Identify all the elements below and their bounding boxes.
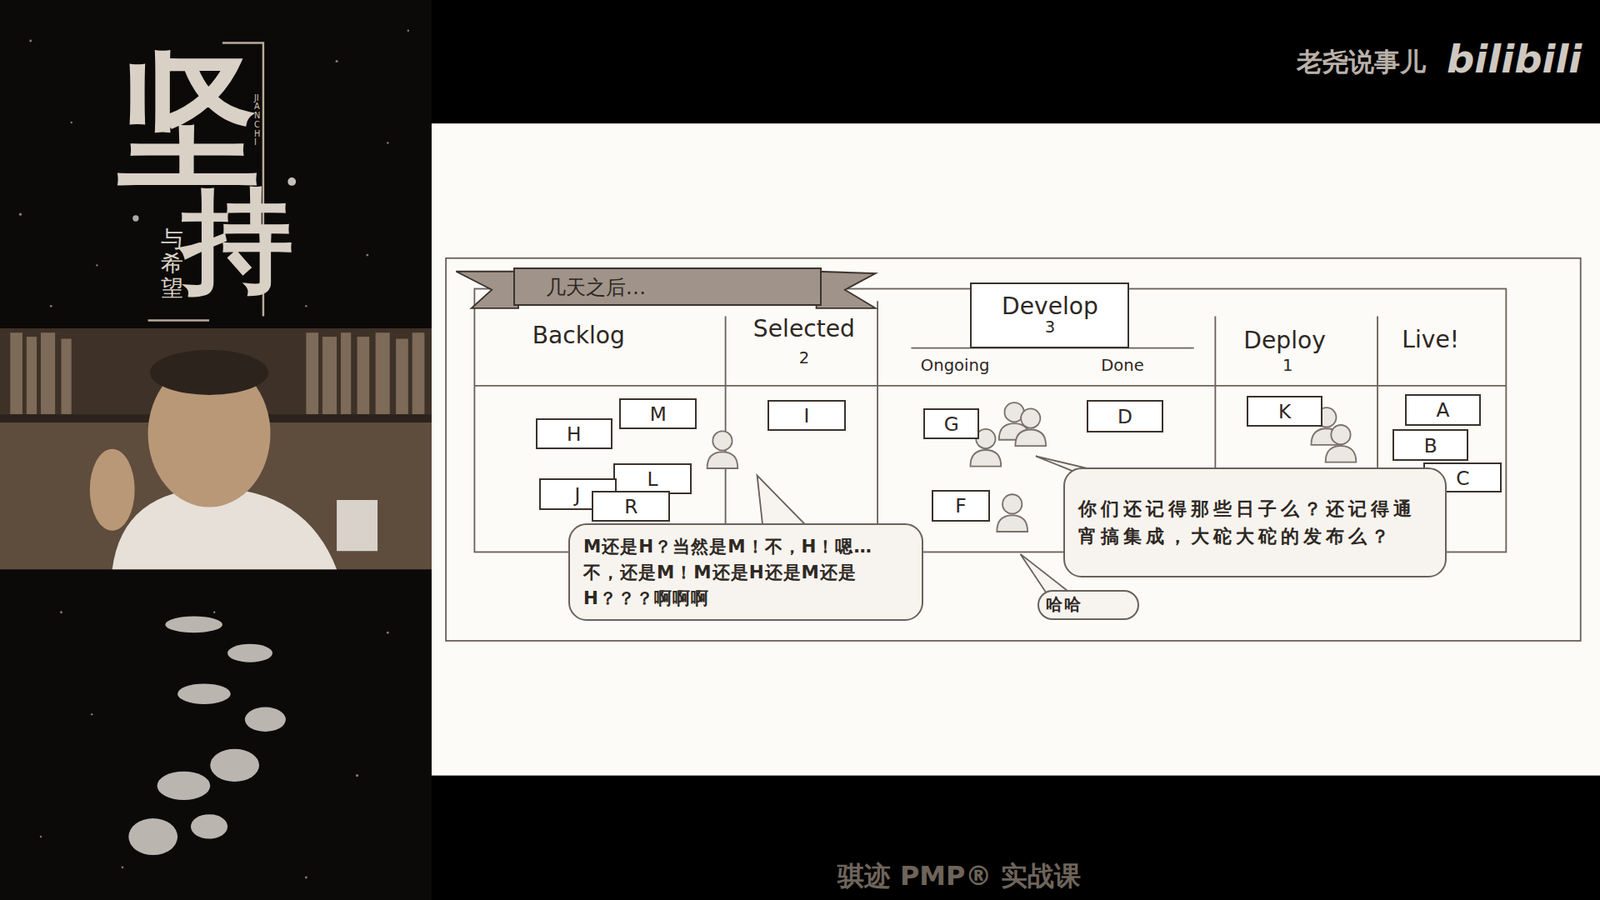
task-card: F <box>931 490 990 522</box>
card-letter: R <box>624 495 638 518</box>
task-card: B <box>1392 429 1469 461</box>
card-letter: H <box>566 422 581 445</box>
card-letter: C <box>1455 466 1470 490</box>
slide-ground <box>431 123 1600 775</box>
column-heading: Deploy <box>1243 325 1326 354</box>
ribbon-banner: 几天之后… <box>513 267 822 307</box>
poster-ground <box>0 0 432 900</box>
task-card: G <box>923 408 980 440</box>
column-number: Done <box>1100 355 1145 375</box>
board-column: Selected 2I <box>725 289 878 553</box>
card-letter: L <box>647 467 659 490</box>
card-letter: J <box>575 483 581 506</box>
task-card: L <box>613 463 692 495</box>
card-letter: I <box>804 404 810 427</box>
task-card: I <box>767 400 846 431</box>
task-card: D <box>1086 400 1164 433</box>
card-letter: D <box>1117 405 1133 428</box>
speech-bubble: 哈哈 <box>1037 590 1139 621</box>
vertical-caption: JIANCHI <box>254 94 263 149</box>
ribbon-tail <box>816 271 876 309</box>
webcam-frame <box>0 328 432 570</box>
stage-box: Develop3 <box>970 282 1130 348</box>
task-card: M <box>619 398 697 430</box>
stage-heading: Develop <box>1001 294 1099 320</box>
course-caption: 骐迹 PMP® 实战课 <box>837 857 1081 894</box>
board-column: BacklogH M L J R <box>474 289 725 553</box>
task-card: R <box>591 490 670 522</box>
banner-text: 几天之后… <box>545 273 646 301</box>
vertical-caption: 与希望 <box>160 226 184 301</box>
card-letter: F <box>955 494 966 517</box>
bubble-tail <box>757 475 812 531</box>
diagram-frame <box>445 258 1581 641</box>
ribbon-tail <box>455 271 519 309</box>
channel-watermark: 老尧说事儿 <box>1296 45 1426 80</box>
task-card: A <box>1405 394 1481 426</box>
card-letter: M <box>650 402 667 425</box>
column-heading: Selected <box>753 315 855 343</box>
card-letter: B <box>1424 434 1438 457</box>
calligraphy-char: 持 <box>180 166 294 319</box>
column-number: 1 <box>1282 355 1293 375</box>
column-heading: Ongoing <box>920 355 990 375</box>
task-card: K <box>1246 395 1323 427</box>
column-heading: Live! <box>1401 325 1460 353</box>
bubble-text: 你们还记得那些日子么？还记得通宵搞集成，大砣大砣的发布么？ <box>1078 495 1432 550</box>
bubble-text: M还是H？当然是M！不，H！嗯…不，还是M！M还是H还是M还是H？？？啊啊啊 <box>583 533 909 611</box>
column-number: 2 <box>799 347 810 367</box>
speech-bubble: 你们还记得那些日子么？还记得通宵搞集成，大砣大砣的发布么？ <box>1063 467 1447 578</box>
task-card: H <box>535 418 613 450</box>
column-heading: Backlog <box>532 320 625 349</box>
speech-bubble: M还是H？当然是M！不，H！嗯…不，还是M！M还是H还是M还是H？？？啊啊啊 <box>568 523 924 621</box>
card-letter: K <box>1278 400 1291 423</box>
site-watermark: bilibili <box>1446 36 1582 82</box>
card-letter: G <box>944 412 960 435</box>
footprints <box>128 616 286 856</box>
stage-number: 3 <box>1045 319 1055 337</box>
bubble-text: 哈哈 <box>1045 595 1130 615</box>
card-letter: A <box>1435 398 1450 421</box>
